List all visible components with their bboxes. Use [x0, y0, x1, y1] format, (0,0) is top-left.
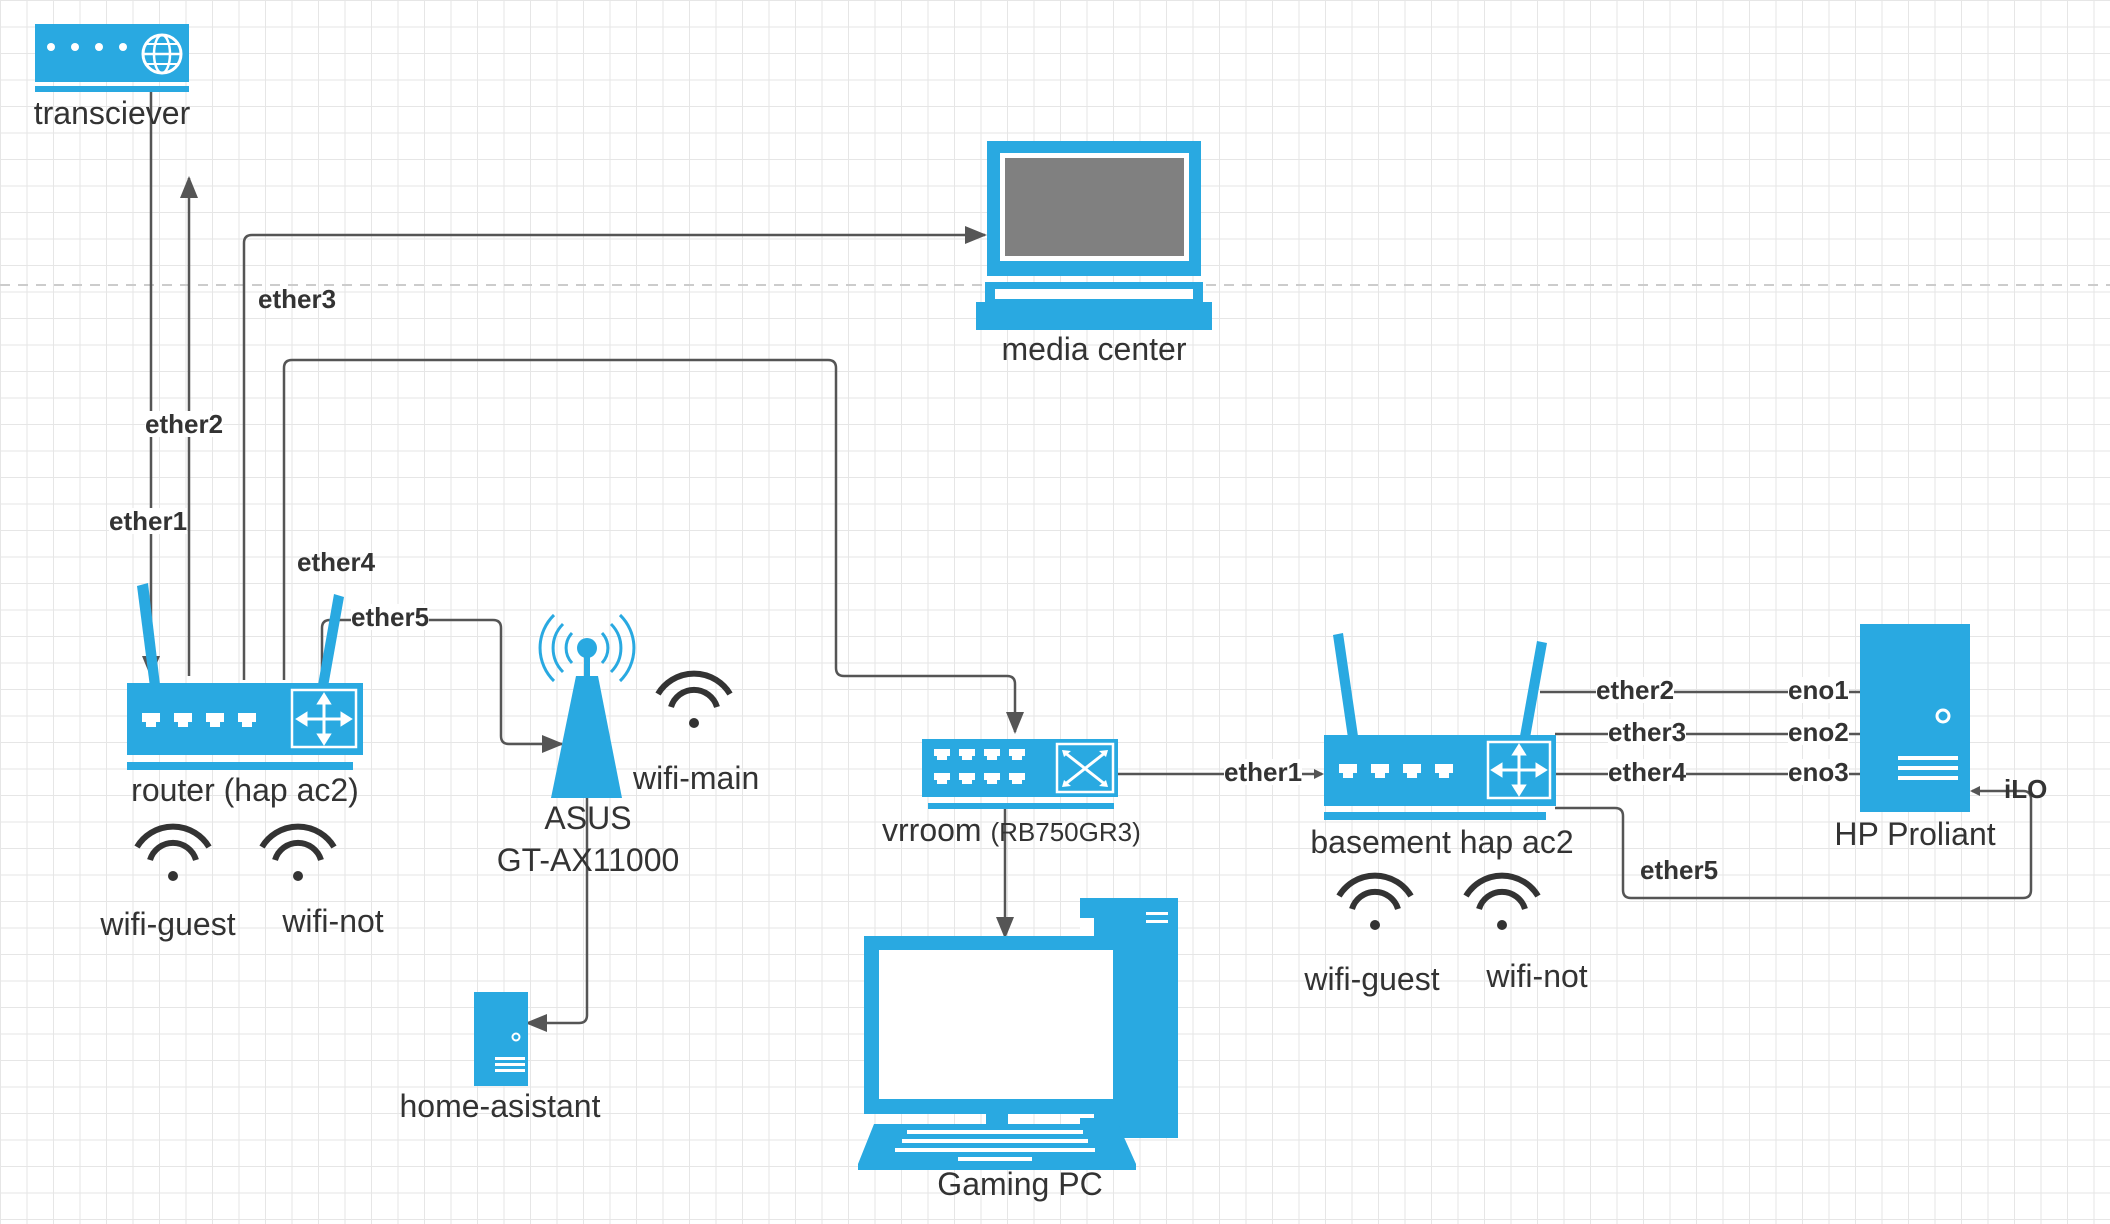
link-home-assistant[interactable]	[525, 790, 589, 1032]
port-label-eno1: eno1	[1788, 675, 1849, 705]
wifi-icon	[259, 823, 337, 881]
port-label-basement-ether4: ether4	[1608, 757, 1687, 787]
vrroom-label: vrroom (RB750GR3)	[882, 814, 1141, 846]
port-label-basement-ether5: ether5	[1640, 855, 1719, 885]
wifi-main-label: wifi-main	[633, 760, 760, 796]
port-label-vrroom-ether1: ether1	[1224, 757, 1303, 787]
switch-icon[interactable]	[922, 739, 1118, 809]
basement-label: basement hap ac2	[1310, 824, 1574, 860]
desktop-computer-icon[interactable]	[858, 898, 1178, 1170]
port-label-eno3: eno3	[1788, 757, 1849, 787]
wifi-guest-label: wifi-guest	[100, 906, 236, 942]
hp-proliant-label: HP Proliant	[1834, 816, 1996, 852]
vrroom-name: vrroom	[882, 812, 982, 848]
port-label-ether1: ether1	[109, 506, 188, 536]
gaming-pc-label: Gaming PC	[937, 1166, 1103, 1202]
router-icon[interactable]	[1324, 633, 1556, 820]
port-label-ether5: ether5	[351, 602, 430, 632]
asus-label-line1: ASUS	[544, 800, 632, 836]
server-icon[interactable]	[1860, 624, 1970, 812]
wifi-guest-label: wifi-guest	[1304, 961, 1440, 997]
port-label-ether2: ether2	[145, 409, 224, 439]
transceiver-label: transciever	[33, 95, 191, 131]
router-label: router (hap ac2)	[131, 772, 359, 808]
wifi-not-label: wifi-not	[282, 903, 384, 939]
server-icon[interactable]	[474, 992, 528, 1086]
media-center-label: media center	[1001, 331, 1187, 367]
home-assistant-label: home-asistant	[399, 1088, 601, 1124]
port-label-eno2: eno2	[1788, 717, 1849, 747]
link-ether3[interactable]	[242, 226, 987, 680]
asus-label-line2: GT-AX11000	[496, 842, 680, 878]
wifi-not-label: wifi-not	[1486, 958, 1588, 994]
port-label-ether4: ether4	[297, 547, 376, 577]
wifi-icon	[655, 670, 733, 728]
port-label-ether3: ether3	[258, 284, 337, 314]
wireless-antenna-icon[interactable]	[538, 613, 636, 798]
link-ether4[interactable]	[282, 358, 1024, 734]
wifi-icon	[1336, 872, 1414, 930]
modem-icon[interactable]	[35, 24, 189, 92]
wifi-icon	[1463, 872, 1541, 930]
vrroom-model: (RB750GR3)	[990, 817, 1141, 847]
link-ilo[interactable]	[1555, 786, 2033, 900]
router-icon[interactable]	[127, 583, 363, 770]
wifi-icon	[134, 823, 212, 881]
port-label-basement-ether2: ether2	[1596, 675, 1675, 705]
laptop-icon[interactable]	[976, 141, 1212, 330]
port-label-basement-ether3: ether3	[1608, 717, 1687, 747]
port-label-ilo: iLO	[2004, 774, 2048, 804]
link-ether5[interactable]	[320, 618, 564, 753]
